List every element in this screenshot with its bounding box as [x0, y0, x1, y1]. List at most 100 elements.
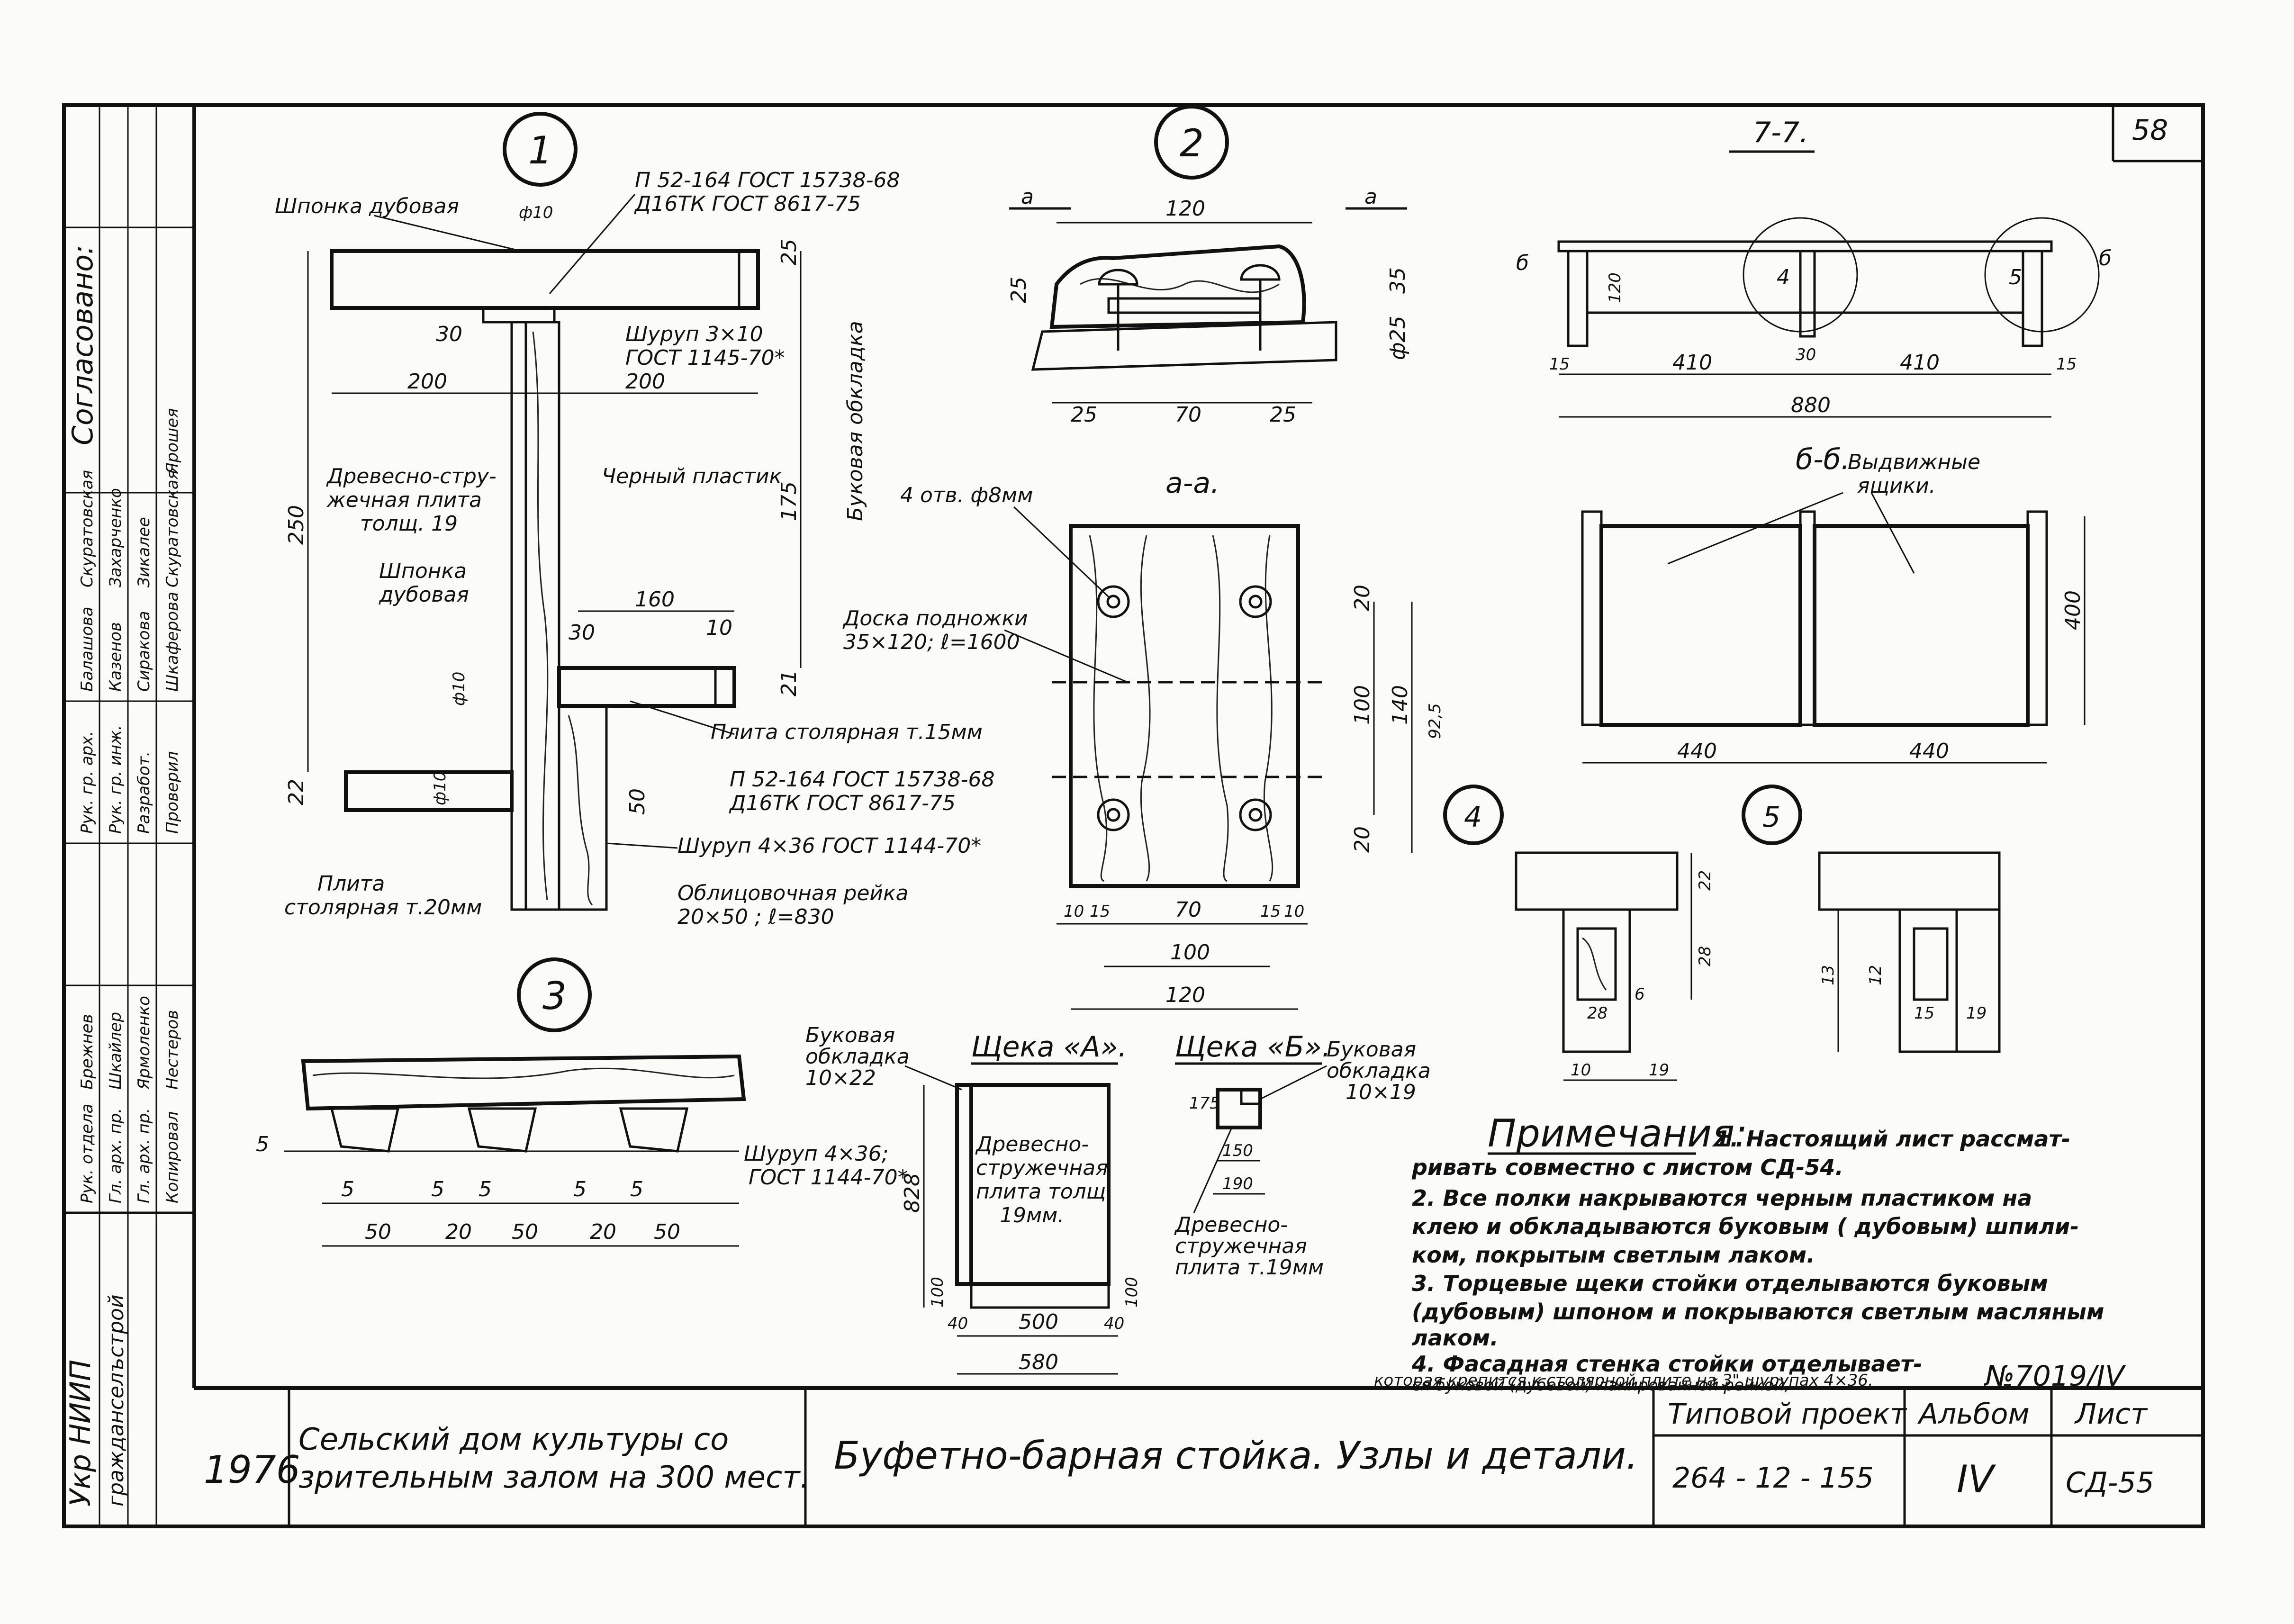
sheet-label: Лист — [2074, 1398, 2148, 1431]
n3-d20b: 20 — [590, 1220, 616, 1244]
n1-d200b: 200 — [625, 370, 665, 394]
node-4-number: 4 — [1464, 801, 1482, 834]
name-6: Шкаферова — [163, 592, 182, 692]
n1-gost1-l2: Д16ТК ГОСТ 8617-75 — [634, 192, 861, 216]
drawing-title: Буфетно-барная стойка. Узлы и детали. — [834, 1434, 1638, 1478]
note-1b: ривать совместно с листом СД-54. — [1411, 1155, 1843, 1180]
n3-d20a: 20 — [445, 1220, 472, 1244]
n1-d30b: 30 — [436, 322, 462, 346]
sheet-frame — [62, 103, 2205, 1528]
n1-dsp-l1: Древесно-стру- — [326, 464, 497, 488]
name-1: Шкайлер — [106, 1012, 125, 1090]
name2-0: Скуратовская — [78, 470, 97, 587]
album-no: IV — [1957, 1457, 1996, 1501]
n2-sec-a-right: а — [1364, 185, 1377, 209]
ca-buk-l3: 10×22 — [805, 1066, 876, 1090]
n1-shponka2-l1: Шпонка — [379, 559, 467, 583]
node-4-detail: 4 22 28 28 6 10 19 — [1443, 785, 1715, 1081]
node-4-marker — [1443, 785, 1504, 845]
s77-d15a: 15 — [1549, 355, 1570, 374]
n5-d15: 15 — [1914, 1004, 1934, 1023]
name-7: Нестеров — [163, 1010, 182, 1090]
n3-shurup-l2: ГОСТ 1144-70* — [749, 1165, 908, 1190]
sheet-code: СД-55 — [2066, 1466, 2154, 1499]
ca-d580: 580 — [1019, 1350, 1058, 1374]
n1-plita20-l1: Плита — [317, 872, 385, 896]
cheek-a-title: Щека «А». — [971, 1030, 1127, 1064]
org-line1: Укр НИИП — [64, 1360, 97, 1507]
note-3c: лаком. — [1412, 1325, 1499, 1351]
org-line2: гражданселъстрой — [104, 1294, 128, 1507]
node-2-marker — [1154, 105, 1229, 180]
cb-buk-l1: Буковая — [1327, 1038, 1416, 1062]
sbb-d440b: 440 — [1909, 739, 1949, 763]
ca-d100b: 100 — [1122, 1277, 1141, 1308]
aa-d120: 120 — [1165, 983, 1205, 1007]
s77-sec-b-left: б — [1516, 251, 1529, 275]
note-1a: 1. Настоящий лист рассмат- — [1715, 1126, 2070, 1152]
sbb-drawers-l2: ящики. — [1857, 474, 1936, 498]
node-1-marker — [503, 112, 578, 187]
aa-d10a: 10 — [1064, 902, 1084, 921]
approved-label: Согласовано: — [66, 245, 99, 445]
aa-d10b: 10 — [1284, 902, 1304, 921]
cb-dsp-l1: Древесно- — [1174, 1213, 1288, 1237]
typical-project-label: Типовой проект — [1668, 1398, 1907, 1431]
s77-title: 7-7. — [1753, 116, 1808, 149]
n1-d10: 10 — [706, 616, 732, 640]
node-2-detail: 2 а а 120 25 35 ф25 25 70 25 — [1007, 105, 1410, 427]
section-b-b: б-б. Выдвижные ящики. 400 440 440 — [1581, 443, 2086, 764]
ca-dsp-l1: Древесно- — [975, 1132, 1089, 1156]
aa-d15b: 15 — [1260, 902, 1281, 921]
s77-d880: 880 — [1791, 393, 1831, 417]
n2-d120: 120 — [1165, 197, 1205, 221]
s77-d120: 120 — [1606, 272, 1625, 303]
name2-2: Зикалее — [135, 517, 154, 587]
aa-title: а-а. — [1165, 467, 1219, 500]
ca-d500: 500 — [1019, 1310, 1058, 1334]
section-7-7: 7-7. 4 5 б б 120 410 30 410 15 15 880 — [1516, 116, 2112, 418]
ca-dsp-l3: плита толщ. — [976, 1180, 1112, 1204]
n1-shurup1-l1: Шуруп 3×10 — [625, 322, 763, 346]
note-4b: ся буковой (дубовой) лакированной рейкой… — [1412, 1376, 1789, 1395]
cheek-b-title: Щека «Б». — [1175, 1030, 1331, 1064]
title-block: 1976 Сельский дом культуры со зрительным… — [204, 1360, 2154, 1501]
n1-dphi10: ф10 — [450, 672, 469, 706]
n4-d22: 22 — [1696, 870, 1715, 891]
n1-d250: 250 — [284, 505, 308, 545]
n3-d5c: 5 — [479, 1177, 492, 1201]
name-0: Брежнев — [78, 1014, 97, 1090]
sheet-number: 58 — [2132, 114, 2168, 147]
n1-d200a: 200 — [407, 370, 447, 394]
n1-d21: 21 — [777, 670, 801, 696]
n1-bukovaya: Буковая обкладка — [843, 321, 867, 521]
ca-d828: 828 — [900, 1173, 924, 1213]
node-1-detail: 1 200 200 250 25 175 21 22 160 30 30 10 … — [275, 112, 994, 929]
n1-d160: 160 — [635, 587, 675, 612]
n1-plita15: Плита столярная т.15мм — [711, 720, 983, 744]
s77-n4: 4 — [1777, 265, 1790, 289]
n1-d175: 175 — [777, 481, 801, 521]
n1-d22: 22 — [284, 779, 308, 805]
node-3-marker — [517, 957, 592, 1032]
n1-dsp-l3: толщ. 19 — [360, 512, 458, 536]
n3-d5e: 5 — [630, 1177, 643, 1201]
node-2-number: 2 — [1180, 121, 1204, 165]
n1-shponka2-l2: дубовая — [379, 583, 469, 607]
cb-dsp-l2: стружечная — [1175, 1234, 1307, 1258]
ca-d100: 100 — [928, 1277, 947, 1308]
node-3-number: 3 — [542, 974, 567, 1018]
n3-d5: 5 — [256, 1132, 269, 1156]
note-3a: 3. Торцевые щеки стойки отделываются бук… — [1412, 1271, 2048, 1296]
n1-gost2-l1: П 52-164 ГОСТ 15738-68 — [730, 767, 994, 792]
ca-d40b: 40 — [1104, 1314, 1124, 1333]
n2-dphi25: ф25 — [1386, 316, 1410, 360]
cb-dsp-l3: плита т.19мм — [1175, 1255, 1324, 1280]
name-5: Сиракова — [135, 611, 154, 692]
aa-d70: 70 — [1175, 898, 1201, 922]
role-6: Проверил — [163, 751, 182, 834]
aa-d140: 140 — [1388, 685, 1412, 725]
s77-d15b: 15 — [2056, 355, 2077, 374]
node-5-marker — [1742, 785, 1802, 845]
